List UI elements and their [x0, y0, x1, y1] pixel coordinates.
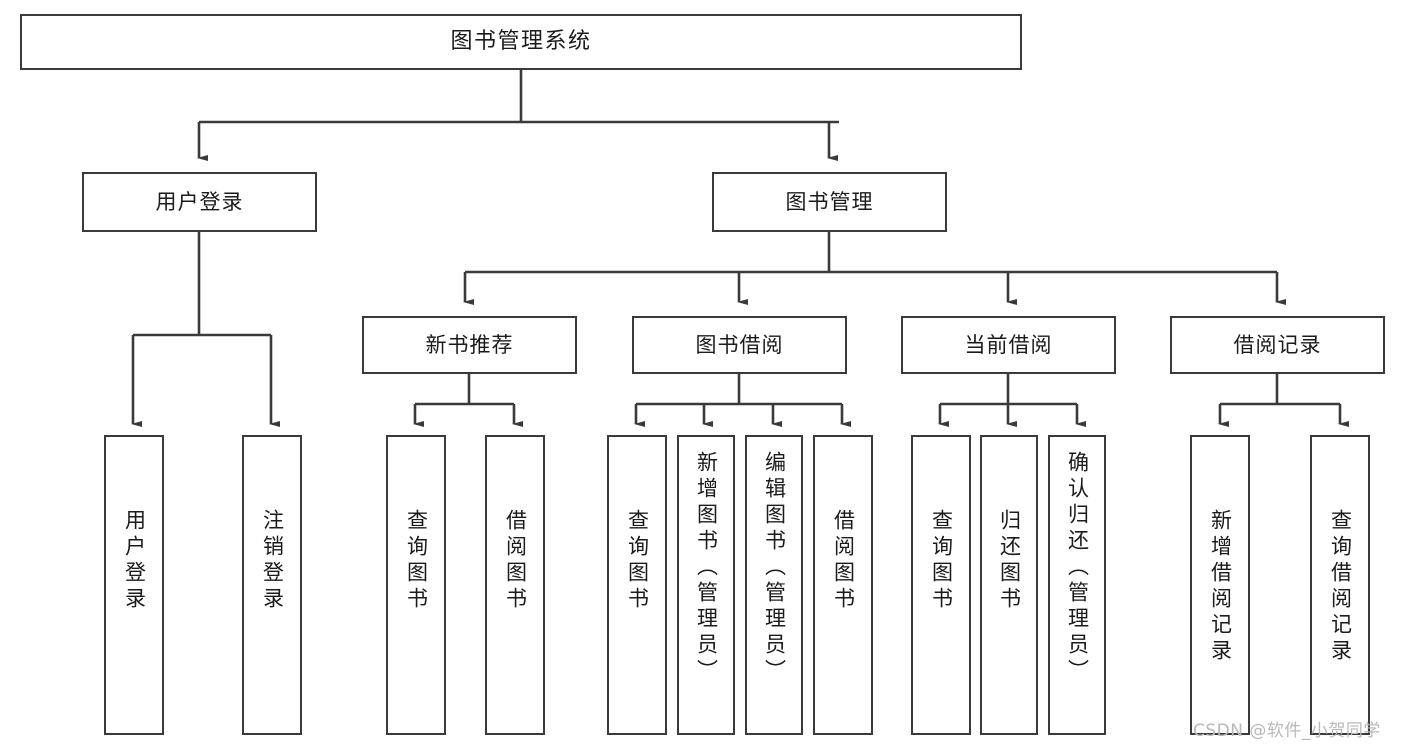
node-label: 图书管理 — [785, 189, 874, 214]
node-label: 编辑图书（管理员） — [762, 451, 787, 685]
node-label: 查询图书 — [625, 509, 650, 613]
node-book-management[interactable]: 图书管理 — [712, 172, 947, 232]
node-label: 图书管理系统 — [450, 29, 592, 55]
leaf-current-borrow-return-book[interactable]: 归还图书 — [980, 435, 1038, 735]
node-label: 新书推荐 — [425, 332, 514, 357]
node-label: 新增借阅记录 — [1208, 509, 1233, 665]
node-label: 查询图书 — [929, 509, 954, 613]
leaf-book-borrow-borrow-book[interactable]: 借阅图书 — [813, 435, 873, 735]
node-label: 借阅图书 — [503, 509, 528, 613]
node-label: 注销登录 — [260, 509, 285, 613]
node-label: 当前借阅 — [964, 332, 1053, 357]
leaf-new-book-borrow-book[interactable]: 借阅图书 — [485, 435, 545, 735]
node-label: 借阅记录 — [1233, 332, 1322, 357]
leaf-user-login-login[interactable]: 用户登录 — [104, 435, 164, 735]
node-label: 归还图书 — [997, 509, 1022, 613]
leaf-borrow-record-add-record[interactable]: 新增借阅记录 — [1190, 435, 1250, 735]
node-label: 用户登录 — [122, 509, 147, 613]
node-label: 借阅图书 — [831, 509, 856, 613]
node-root-book-management-system[interactable]: 图书管理系统 — [20, 14, 1022, 70]
node-label: 查询借阅记录 — [1328, 509, 1353, 665]
node-label: 图书借阅 — [695, 332, 784, 357]
leaf-current-borrow-query-book[interactable]: 查询图书 — [911, 435, 971, 735]
leaf-user-login-logout[interactable]: 注销登录 — [242, 435, 302, 735]
leaf-book-borrow-edit-book-admin[interactable]: 编辑图书（管理员） — [745, 435, 803, 735]
node-new-book-recommend[interactable]: 新书推荐 — [362, 316, 577, 374]
node-book-borrow[interactable]: 图书借阅 — [632, 316, 847, 374]
node-label: 用户登录 — [155, 189, 244, 214]
node-label: 新增图书（管理员） — [694, 451, 719, 685]
leaf-new-book-query-book[interactable]: 查询图书 — [386, 435, 446, 735]
node-borrow-record[interactable]: 借阅记录 — [1170, 316, 1385, 374]
node-user-login[interactable]: 用户登录 — [82, 172, 317, 232]
node-current-borrow[interactable]: 当前借阅 — [901, 316, 1116, 374]
leaf-book-borrow-add-book-admin[interactable]: 新增图书（管理员） — [677, 435, 735, 735]
leaf-borrow-record-query-record[interactable]: 查询借阅记录 — [1310, 435, 1370, 735]
leaf-book-borrow-query-book[interactable]: 查询图书 — [607, 435, 667, 735]
node-label: 查询图书 — [404, 509, 429, 613]
node-label: 确认归还（管理员） — [1065, 451, 1090, 685]
leaf-current-borrow-confirm-return-admin[interactable]: 确认归还（管理员） — [1048, 435, 1106, 735]
csdn-watermark: CSDN @软件_小贺同学 — [1193, 721, 1381, 741]
